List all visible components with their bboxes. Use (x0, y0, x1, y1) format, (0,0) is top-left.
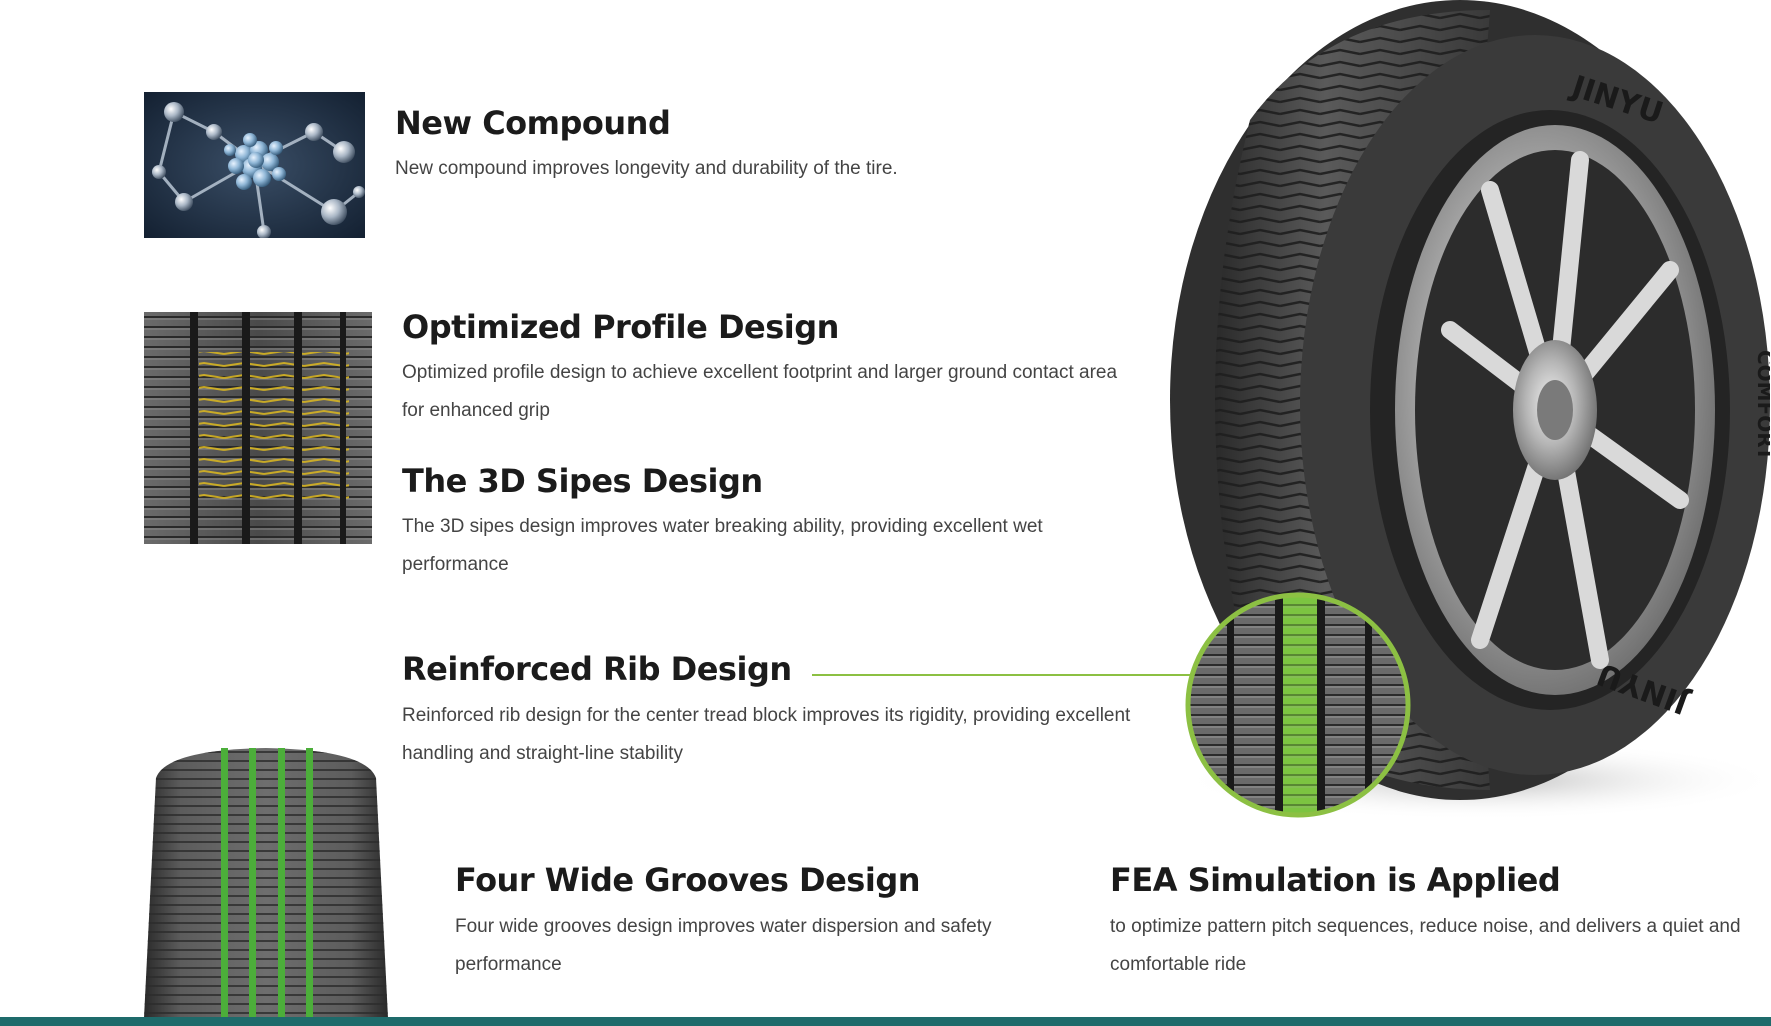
fea-description: to optimize pattern pitch sequences, red… (1110, 916, 1741, 975)
fea-title: FEA Simulation is Applied (1110, 861, 1561, 899)
rib-title: Reinforced Rib Design (402, 650, 792, 688)
sipes-description: The 3D sipes design improves water break… (402, 516, 1043, 575)
grooves-description: Four wide grooves design improves water … (455, 916, 992, 975)
bottom-accent-bar (0, 1017, 1771, 1026)
rib-description: Reinforced rib design for the center tre… (402, 705, 1131, 764)
rib-connector-line (812, 674, 1190, 676)
rib-magnifier-image (1183, 590, 1413, 820)
sipes-title: The 3D Sipes Design (402, 462, 763, 500)
grooves-title: Four Wide Grooves Design (455, 861, 921, 899)
compound-molecule-image (144, 92, 365, 238)
compound-title: New Compound (395, 104, 671, 142)
tire-model-label: COMFORT (1753, 350, 1770, 461)
sipes-tread-image (144, 312, 372, 544)
compound-description: New compound improves longevity and dura… (395, 158, 898, 179)
profile-title: Optimized Profile Design (402, 308, 839, 346)
grooves-tire-image (142, 748, 390, 1018)
profile-description: Optimized profile design to achieve exce… (402, 362, 1118, 421)
